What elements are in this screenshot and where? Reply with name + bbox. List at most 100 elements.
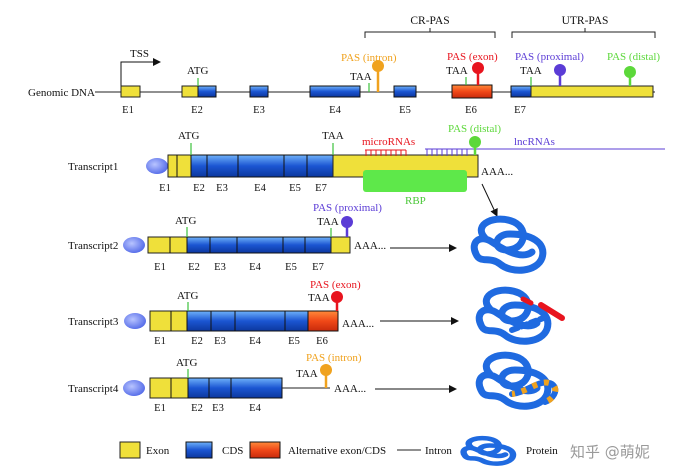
genomic-exon-e5 [393, 85, 417, 98]
genomic-pas-exon-label: PAS (exon) [447, 51, 498, 63]
rbp-box [363, 170, 467, 192]
transcript2-exon-label: E3 [214, 262, 226, 273]
transcript2-cds [186, 236, 332, 254]
genomic-pas-proximal-label: PAS (proximal) [515, 51, 584, 63]
transcript2-exon-label: E2 [188, 262, 200, 273]
legend-exon-label: Exon [146, 445, 170, 457]
transcript4-atg-label: ATG [176, 357, 197, 369]
transcript1-cds [190, 154, 334, 178]
transcript2-3utr [330, 236, 351, 254]
genomic-taa-e7-label: TAA [520, 65, 542, 77]
genomic-taa-e6-label: TAA [446, 65, 468, 77]
legend: Exon CDS Alternative exon/CDS Intron Pro… [119, 438, 558, 464]
utr-pas-label: UTR-PAS [562, 15, 609, 27]
genomic-exon-label: E7 [514, 105, 526, 116]
transcript1-arrow-icon [481, 183, 498, 217]
cap-icon [124, 313, 146, 329]
genomic-exon-label: E1 [122, 105, 134, 116]
genomic-exon-e2-cds [197, 85, 217, 98]
pas-intron-marker-icon [372, 60, 384, 92]
pas-distal-marker-icon [469, 136, 481, 155]
tss-arrow-icon [120, 58, 161, 86]
transcript1-exon-label: E4 [254, 183, 266, 194]
genomic-dna-row: Genomic DNA TSS ATG TAA TAA TAA PAS (int… [28, 15, 660, 116]
watermark: 知乎 @萌妮 [570, 443, 650, 461]
genomic-exon-e1 [120, 85, 141, 98]
transcript1-row: Transcript1 ATG TAA microRNAs lncRNAs PA… [68, 123, 665, 217]
pas-proximal-marker-icon [554, 64, 566, 86]
pas-intron-marker-icon [320, 364, 332, 388]
genomic-pas-intron-label: PAS (intron) [341, 52, 397, 64]
transcript1-exon-label: E7 [315, 183, 327, 194]
transcript3-exon-label: E1 [154, 336, 166, 347]
genomic-exon-e6 [451, 84, 493, 99]
genomic-taa-e4-label: TAA [350, 71, 372, 83]
cr-pas-bracket [364, 28, 496, 38]
legend-protein-label: Protein [526, 445, 558, 457]
legend-intron-label: Intron [425, 445, 452, 457]
microrna-binding-icon [365, 149, 407, 156]
cap-icon [123, 380, 145, 396]
tss-label: TSS [130, 48, 149, 60]
transcript4-exon-label: E3 [212, 403, 224, 414]
transcript2-pas-label: PAS (proximal) [313, 202, 382, 214]
transcript3-polya-label: AAA... [342, 318, 374, 330]
cap-icon [123, 237, 145, 253]
pas-distal-marker-icon [624, 66, 636, 86]
transcript3-exon-label: E4 [249, 336, 261, 347]
transcript2-atg-label: ATG [175, 215, 196, 227]
genomic-exon-label: E4 [329, 105, 341, 116]
transcript2-row: Transcript2 ATG TAA PAS (proximal) AAA..… [68, 202, 457, 273]
genomic-exon-label: E6 [465, 105, 477, 116]
legend-cds-label: CDS [222, 445, 243, 457]
transcript2-exon-label: E5 [285, 262, 297, 273]
transcript3-alt-exon [307, 310, 339, 332]
genomic-atg-label: ATG [187, 65, 208, 77]
transcript2-exon-label: E7 [312, 262, 324, 273]
transcript3-cds [186, 310, 309, 332]
transcript4-cds [187, 377, 283, 399]
transcript4-exon-label: E4 [249, 403, 261, 414]
transcript3-row: Transcript3 ATG TAA PAS (exon) AAA... E1… [68, 279, 459, 347]
transcript3-taa-label: TAA [308, 292, 330, 304]
transcript2-exon-label: E1 [154, 262, 166, 273]
pas-exon-marker-icon [331, 291, 343, 311]
genomic-exon-label: E2 [191, 105, 203, 116]
legend-cds-swatch [185, 441, 213, 459]
genomic-pas-distal-label: PAS (distal) [607, 51, 660, 63]
cap-icon [146, 158, 168, 174]
transcript4-polya-label: AAA... [334, 383, 366, 395]
transcript3-exon-label: E3 [214, 336, 226, 347]
transcript3-exon-label: E2 [191, 336, 203, 347]
transcript3-5utr [149, 310, 188, 332]
transcript4-exon-label: E1 [154, 403, 166, 414]
transcript1-5utr [167, 154, 192, 178]
genomic-exon-e7-utr [530, 85, 654, 98]
transcript1-taa-label: TAA [322, 130, 344, 142]
transcript1-atg-label: ATG [178, 130, 199, 142]
micrornas-label: microRNAs [362, 136, 415, 148]
lncrna-line-icon [425, 148, 665, 156]
genomic-exon-e7-cds [510, 85, 532, 98]
transcript2-taa-label: TAA [317, 216, 339, 228]
transcript2-label: Transcript2 [68, 240, 118, 252]
transcript1-label: Transcript1 [68, 161, 118, 173]
transcript1-polya-label: AAA... [481, 166, 513, 178]
transcript3-exon-label: E5 [288, 336, 300, 347]
genomic-exon-label: E5 [399, 105, 411, 116]
legend-alt-swatch [249, 441, 281, 459]
lncrnas-label: lncRNAs [514, 136, 555, 148]
transcript4-pas-label: PAS (intron) [306, 352, 362, 364]
truncated-protein-intron-icon [479, 355, 559, 406]
truncated-protein-exon-icon [479, 290, 565, 341]
genomic-exon-e3 [249, 85, 269, 98]
legend-protein-icon [464, 438, 513, 464]
transcript3-exon-label: E6 [316, 336, 328, 347]
transcript1-pas-label: PAS (distal) [448, 123, 501, 135]
genomic-exon-e2-utr [181, 85, 199, 98]
genomic-exon-label: E3 [253, 105, 265, 116]
transcript4-exon-label: E2 [191, 403, 203, 414]
transcript3-label: Transcript3 [68, 316, 119, 328]
utr-pas-bracket [511, 28, 656, 38]
